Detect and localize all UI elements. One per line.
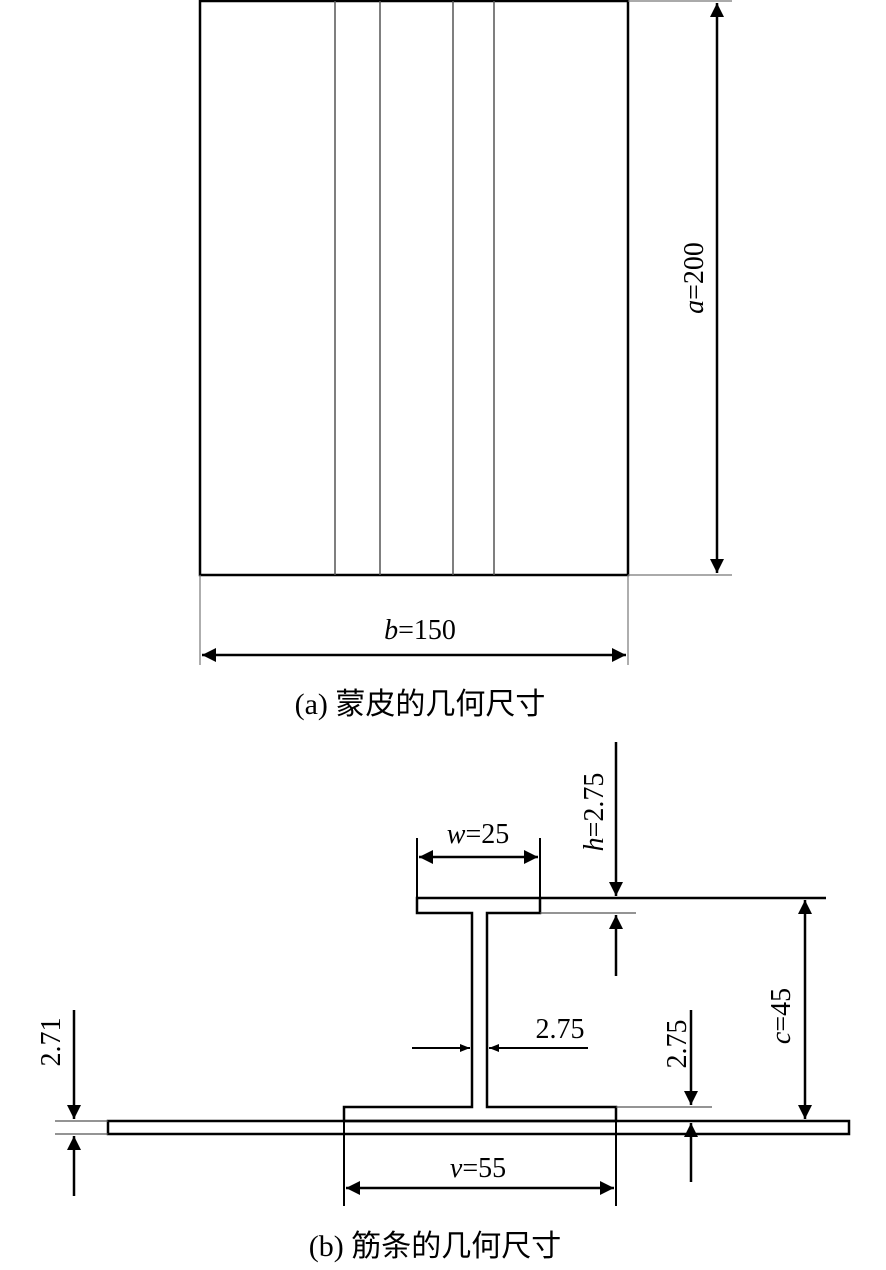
stringer-section <box>106 896 851 1136</box>
label-web-thickness: 2.75 <box>536 1014 585 1045</box>
dimension-h: h=2.75 <box>540 742 826 976</box>
i-section-outline <box>342 896 618 1123</box>
skin-plate <box>106 1119 851 1136</box>
label-v: v=55 <box>450 1153 506 1184</box>
caption-a: (a) 蒙皮的几何尺寸 <box>295 688 546 721</box>
label-b: b=150 <box>384 615 456 646</box>
label-flange-thickness: 2.75 <box>662 1020 693 1069</box>
dimension-web-thickness: 2.75 <box>412 1014 588 1052</box>
label-skin-thickness: 2.71 <box>36 1018 67 1067</box>
skin-outline <box>198 0 630 577</box>
label-c: c=45 <box>766 988 797 1044</box>
label-a: a=200 <box>679 242 710 314</box>
dimension-w: w=25 <box>416 819 541 898</box>
dimension-c: c=45 <box>766 900 812 1119</box>
dimension-v: v=55 <box>343 1121 617 1206</box>
dimension-flange-thickness: 2.75 <box>616 1010 712 1182</box>
caption-b: (b) 筋条的几何尺寸 <box>309 1230 561 1263</box>
label-h: h=2.75 <box>579 773 610 852</box>
dimension-b: b=150 <box>199 575 629 665</box>
dimension-a: a=200 <box>628 0 732 576</box>
label-w: w=25 <box>447 819 509 850</box>
skin-panel <box>198 0 630 577</box>
dimension-skin-thickness: 2.71 <box>36 1010 108 1196</box>
